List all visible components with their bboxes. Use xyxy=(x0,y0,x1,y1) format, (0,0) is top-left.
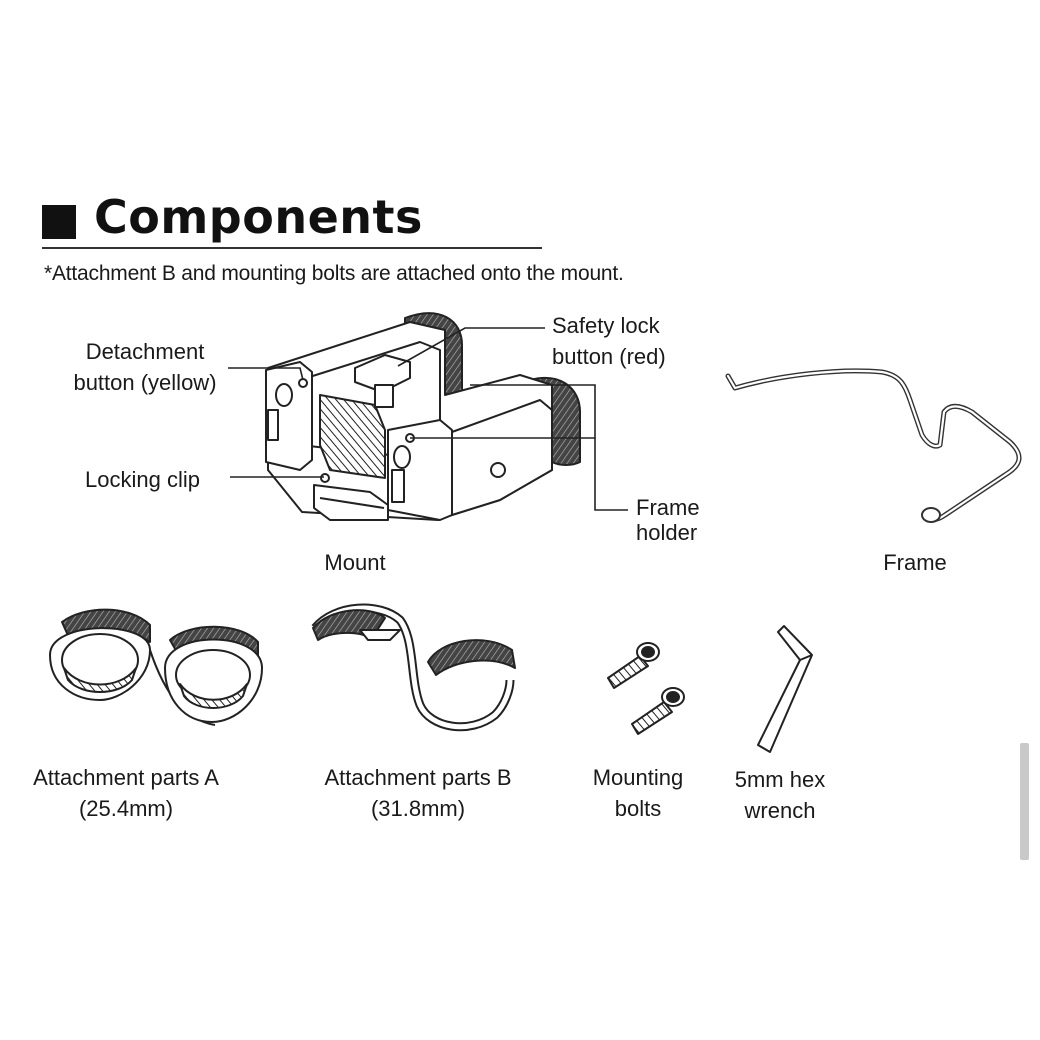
label-attachment-parts-b: Attachment parts B (31.8mm) xyxy=(300,762,536,824)
label-attachment-b-line2: (31.8mm) xyxy=(370,796,466,821)
mount-drawing xyxy=(265,312,581,521)
mount-callout-lines xyxy=(228,327,628,511)
label-attachment-b-line1: Attachment parts B xyxy=(324,765,512,790)
scrollbar-thumb[interactable] xyxy=(1020,743,1029,860)
callout-detachment: Detachment button (yellow) xyxy=(60,336,230,398)
label-attachment-a-line1: Attachment parts A xyxy=(33,765,219,790)
callout-frame-holder: Frame holder xyxy=(636,495,700,545)
callout-safety-lock: Safety lock button (red) xyxy=(552,310,666,372)
callout-locking-clip: Locking clip xyxy=(85,467,200,492)
page-title: Components xyxy=(94,190,423,244)
callout-safety-lock-line2: button (red) xyxy=(552,344,666,369)
frame-drawing xyxy=(725,368,1022,522)
label-frame: Frame xyxy=(883,550,947,575)
label-attachment-a-line2: (25.4mm) xyxy=(78,796,174,821)
mounting-bolts-drawing xyxy=(607,642,685,735)
callout-frame-holder-line1: Frame xyxy=(636,495,700,520)
frame-drawing-inner xyxy=(726,369,1021,521)
label-attachment-parts-a: Attachment parts A (25.4mm) xyxy=(8,762,244,824)
hex-wrench-drawing xyxy=(757,625,813,753)
attachment-parts-a-drawing xyxy=(49,608,263,726)
label-mount: Mount xyxy=(324,550,386,575)
title-underline xyxy=(42,247,542,249)
callout-frame-holder-line2: holder xyxy=(636,520,698,545)
callout-detachment-line2: button (yellow) xyxy=(73,370,217,395)
attachment-parts-b-drawing xyxy=(311,603,516,732)
attachment-note: *Attachment B and mounting bolts are att… xyxy=(44,262,624,285)
callout-safety-lock-line1: Safety lock xyxy=(552,313,660,338)
callout-detachment-line1: Detachment xyxy=(85,339,205,364)
title-square-icon xyxy=(42,205,76,239)
label-hex-wrench-line1: 5mm hex xyxy=(734,767,826,792)
label-mounting-bolts-line1: Mounting xyxy=(592,765,684,790)
label-mounting-bolts: Mounting bolts xyxy=(578,762,698,824)
label-mounting-bolts-line2: bolts xyxy=(614,796,662,821)
label-hex-wrench: 5mm hex wrench xyxy=(718,764,842,826)
label-hex-wrench-line2: wrench xyxy=(744,798,816,823)
